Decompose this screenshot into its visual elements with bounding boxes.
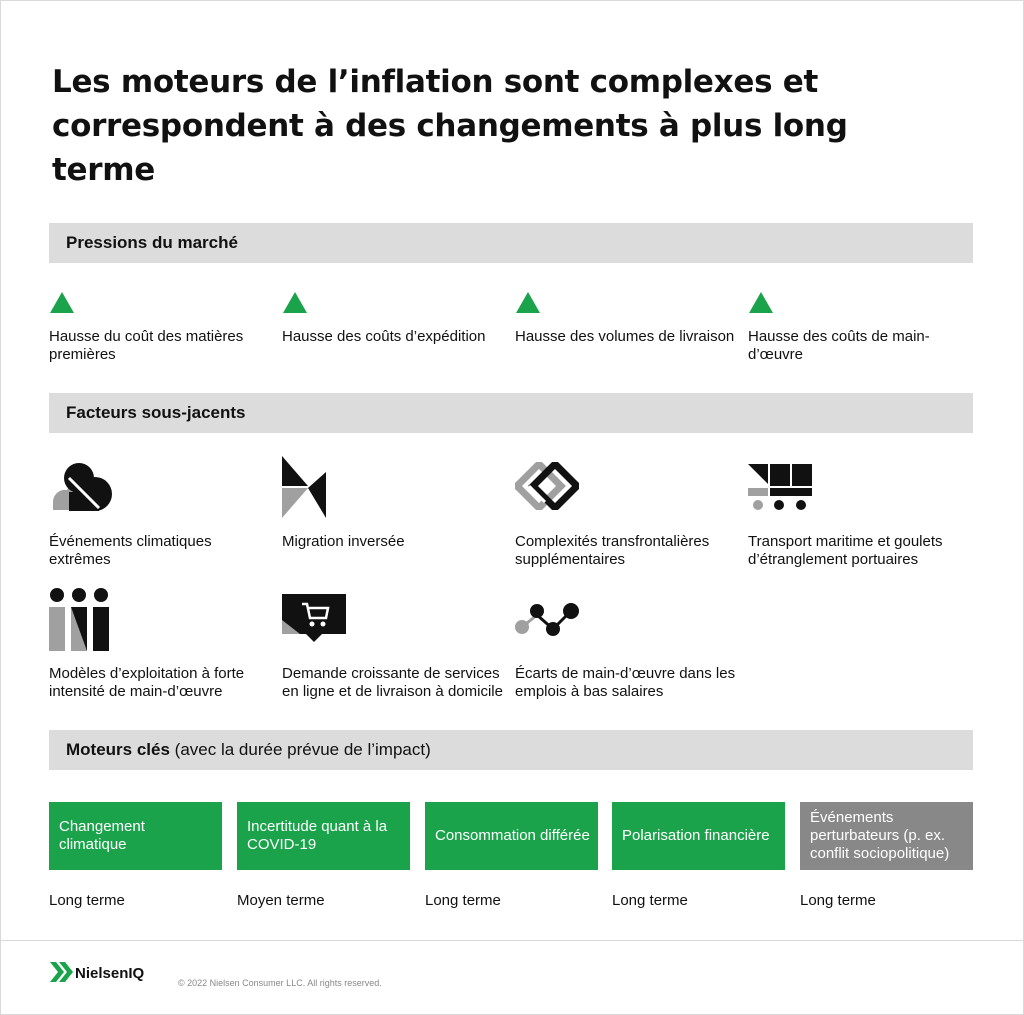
driver-box: Changement climatique	[49, 802, 222, 870]
brand-name: NielsenIQ	[75, 965, 145, 982]
driver-term: Long terme	[425, 892, 501, 909]
factor-label: Transport maritime et goulets d’étrangle…	[748, 533, 943, 568]
driver-label: Incertitude quant à la COVID-19	[247, 818, 388, 853]
section-key-drivers: Moteurs clés (avec la durée prévue de l’…	[49, 730, 973, 770]
factor-label: Demande croissante de services en ligne …	[282, 665, 503, 700]
driver-box: Polarisation financière	[612, 802, 785, 870]
shopping-cart-icon	[282, 594, 346, 642]
driver-label: Événements perturbateurs (p. ex. conflit…	[810, 809, 950, 862]
pressure-label: Hausse du coût des matières premières	[49, 328, 244, 363]
driver-term: Moyen terme	[237, 892, 325, 909]
pressure-label: Hausse des coûts d’expédition	[282, 328, 486, 345]
section-title: Pressions du marché	[66, 233, 238, 252]
section-title-strong: Moteurs clés	[66, 740, 170, 759]
driver-box: Événements perturbateurs (p. ex. conflit…	[800, 802, 973, 870]
section-underlying-factors: Facteurs sous-jacents	[49, 393, 973, 433]
factor-label: Migration inversée	[282, 533, 405, 550]
driver-term: Long terme	[800, 892, 876, 909]
network-nodes-icon	[515, 603, 579, 636]
section-title: Facteurs sous-jacents	[66, 403, 246, 422]
driver-term: Long terme	[49, 892, 125, 909]
up-triangle-icon	[50, 292, 74, 313]
driver-box: Incertitude quant à la COVID-19	[237, 802, 410, 870]
up-triangle-icon	[283, 292, 307, 313]
up-triangle-icon	[749, 292, 773, 313]
workers-icon	[49, 588, 109, 651]
factor-label: Écarts de main-d’œuvre dans les emplois …	[515, 665, 736, 700]
pressure-label: Hausse des coûts de main-d’œuvre	[748, 328, 930, 363]
pressure-label: Hausse des volumes de livraison	[515, 328, 735, 345]
factor-label: Événements climatiques extrêmes	[49, 533, 212, 568]
page-title: Les moteurs de l’inflation sont complexe…	[52, 64, 848, 188]
shipping-containers-icon	[748, 464, 812, 510]
driver-label: Polarisation financière	[622, 827, 770, 844]
driver-label: Changement climatique	[59, 818, 145, 853]
section-market-pressures: Pressions du marché	[49, 223, 973, 263]
factor-label: Complexités transfrontalières supplément…	[515, 533, 710, 568]
driver-term: Long terme	[612, 892, 688, 909]
copyright: © 2022 Nielsen Consumer LLC. All rights …	[178, 978, 382, 988]
reverse-migration-icon	[282, 456, 326, 518]
factor-label: Modèles d’exploitation à forte intensité…	[49, 665, 245, 700]
driver-box: Consommation différée	[425, 802, 598, 870]
section-title-note: (avec la durée prévue de l’impact)	[174, 740, 431, 759]
up-triangle-icon	[516, 292, 540, 313]
section-title: Moteurs clés (avec la durée prévue de l’…	[66, 740, 431, 760]
driver-label: Consommation différée	[435, 827, 590, 844]
interlocking-diamonds-icon	[515, 462, 579, 510]
footer-divider	[0, 940, 1024, 941]
nielseniq-logo-icon	[50, 962, 73, 982]
cloud-icon	[52, 463, 112, 511]
